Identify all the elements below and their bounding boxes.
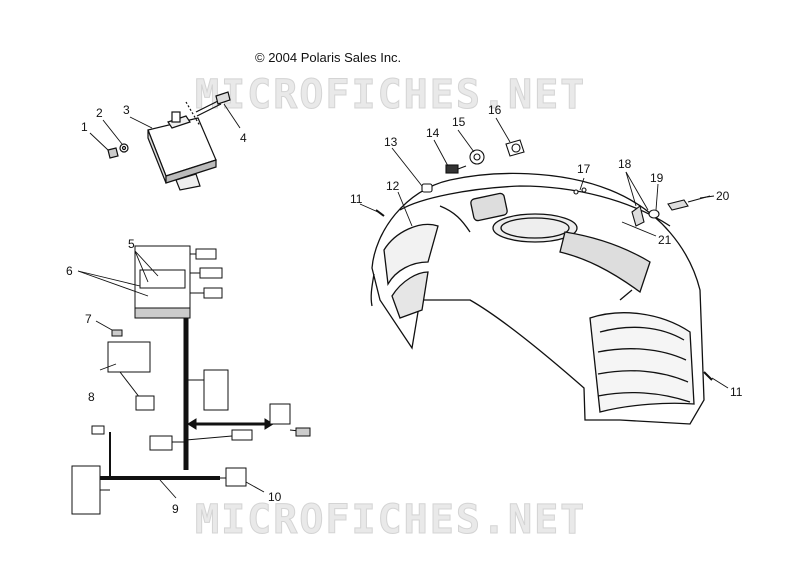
- callout-3: 3: [123, 103, 130, 117]
- callout-11-right: 11: [730, 385, 743, 399]
- callout-11-left: 11: [350, 192, 363, 206]
- leader-lines: [77, 103, 729, 499]
- callout-17: 17: [577, 162, 591, 176]
- callout-labels: 1 2 3 4 5 6 7 8 9 10 11 12 13 14 15 16 1…: [66, 103, 743, 516]
- control-module-assembly: [107, 91, 231, 191]
- callout-1: 1: [81, 120, 88, 134]
- callout-4: 4: [240, 131, 247, 145]
- callout-18: 18: [618, 157, 632, 171]
- callout-16: 16: [488, 103, 502, 117]
- callout-5: 5: [128, 237, 135, 251]
- dash-small-parts: [375, 139, 713, 381]
- callout-15: 15: [452, 115, 466, 129]
- callout-21: 21: [658, 233, 672, 247]
- callout-14: 14: [426, 126, 440, 140]
- watermark-bottom: MICROFICHES.NET: [195, 497, 586, 543]
- callout-12: 12: [386, 179, 400, 193]
- callout-6: 6: [66, 264, 73, 278]
- callout-13: 13: [384, 135, 398, 149]
- watermark-top: MICROFICHES.NET: [195, 72, 586, 118]
- copyright-notice: © 2004 Polaris Sales Inc.: [255, 50, 402, 65]
- callout-10: 10: [268, 490, 282, 504]
- callout-9: 9: [172, 502, 179, 516]
- callout-7: 7: [85, 312, 92, 326]
- wiring-harness: [71, 245, 311, 515]
- callout-20: 20: [716, 189, 730, 203]
- callout-8: 8: [88, 390, 95, 404]
- dash-panel: [370, 172, 705, 425]
- callout-19: 19: [650, 171, 664, 185]
- callout-2: 2: [96, 106, 103, 120]
